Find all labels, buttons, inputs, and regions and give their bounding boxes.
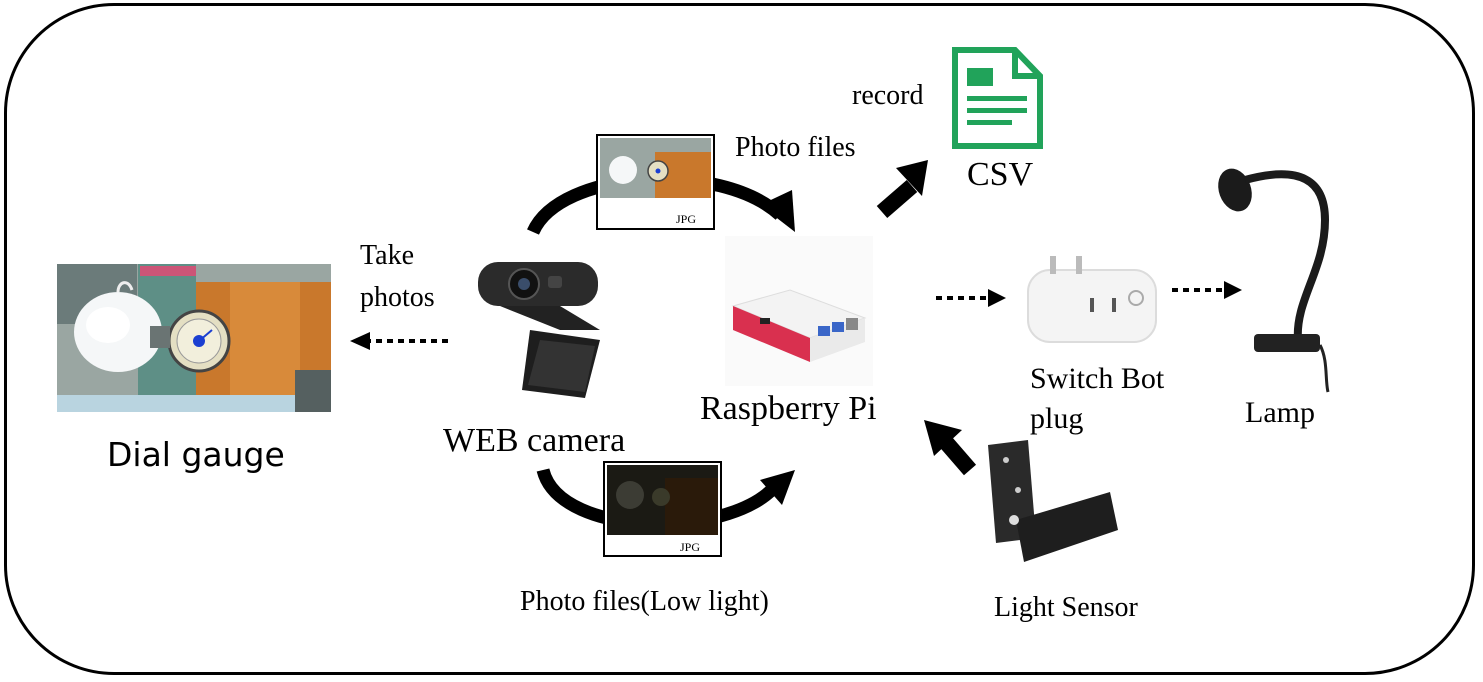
arrow-pi-to-plug: [936, 289, 1006, 307]
record-label: record: [852, 80, 924, 111]
csv-file-icon: [952, 47, 1043, 149]
plug-label: plug: [1030, 402, 1084, 435]
photo-files-label: Photo files: [735, 132, 856, 163]
arrow-take-photos: [350, 332, 448, 350]
take-label: Take: [360, 240, 415, 271]
jpg-label-top: JPG: [676, 212, 697, 226]
jpg-thumbnail-bottom: [603, 461, 722, 557]
raspberry-pi-image: [725, 236, 873, 386]
dial-gauge-photo: [57, 264, 331, 412]
switch-bot-plug-image: [1027, 256, 1157, 343]
web-camera-label: WEB camera: [443, 422, 626, 459]
switch-bot-label: Switch Bot: [1030, 362, 1165, 395]
raspberry-pi-label: Raspberry Pi: [700, 390, 877, 427]
lamp-image: [1218, 168, 1330, 393]
jpg-thumbnail-top: [596, 134, 715, 230]
light-sensor-label: Light Sensor: [994, 592, 1138, 623]
rounded-frame: [4, 3, 1475, 675]
arrow-sensor-to-pi: [924, 420, 977, 476]
photos-label: photos: [360, 282, 435, 313]
arrow-plug-to-lamp: [1172, 281, 1242, 299]
csv-label: CSV: [967, 156, 1034, 193]
web-camera-image: [478, 262, 600, 398]
lamp-label: Lamp: [1245, 396, 1315, 429]
dial-gauge-label: Dial gauge: [107, 435, 285, 474]
jpg-label-bottom: JPG: [680, 540, 701, 554]
light-sensor-image: [988, 440, 1118, 562]
photo-files-low-light-label: Photo files(Low light): [520, 586, 769, 617]
arrow-record: [876, 160, 928, 219]
